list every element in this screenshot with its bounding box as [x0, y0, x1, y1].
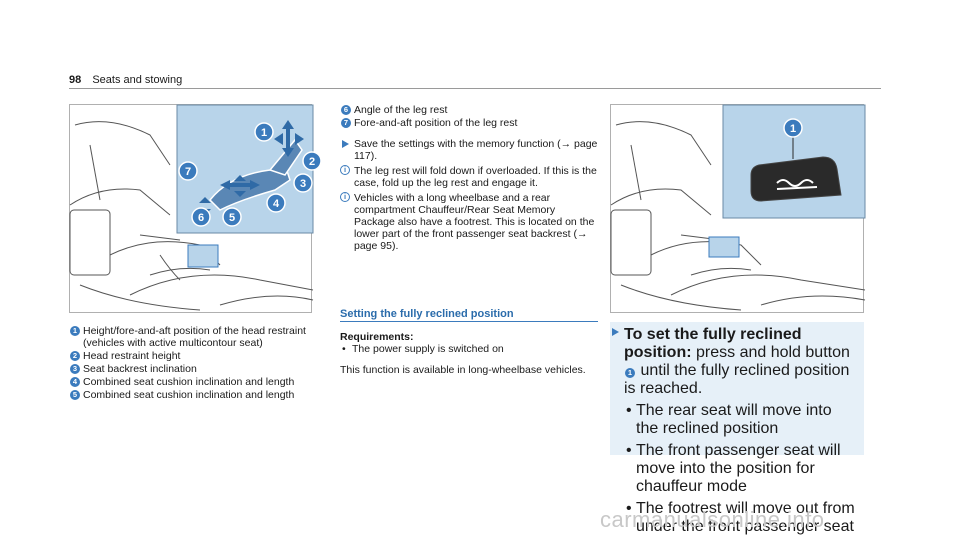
callout-6-label: 6: [198, 212, 204, 224]
recline-button: [750, 156, 842, 202]
callout-6: [191, 207, 211, 227]
requirements-title: Requirements:: [340, 331, 414, 343]
callout-3: [293, 173, 313, 193]
requirements-block: Requirements: •The power supply is switc…: [340, 331, 598, 376]
action-save-memory: Save the settings with the memory functi…: [340, 138, 598, 162]
callout-4: [266, 193, 286, 213]
figure-seat-controls-drawing: 1 2 3 4 5 6 7: [69, 104, 322, 311]
procedure-box: To set the fully reclined position: pres…: [610, 322, 864, 535]
callout-5: [222, 207, 242, 227]
page-number: 98: [69, 74, 82, 86]
figure-recline-button: 1: [610, 104, 866, 313]
procedure-result: •The rear seat will move into the reclin…: [626, 402, 832, 437]
header-rule: [69, 88, 881, 89]
section-name: Seats and stowing: [92, 74, 183, 86]
info-icon: i: [340, 165, 350, 175]
availability-text: This function is available in long-wheel…: [340, 364, 586, 376]
figure1-callouts: 1 2 3 4 5 6 7: [178, 122, 322, 227]
action-save-text: Save the settings with the memory functi…: [354, 138, 598, 162]
procedure-result: •The front passenger seat will move into…: [626, 442, 841, 495]
control-location-marker: [187, 244, 219, 268]
callout-7-label: 7: [185, 166, 191, 178]
info-icon: i: [340, 192, 350, 202]
action-arrow-icon: [342, 140, 349, 148]
callout-5-label: 5: [229, 212, 235, 224]
callout-button-1: [783, 118, 803, 138]
callout-2: [302, 151, 322, 171]
callout-2-label: 2: [309, 156, 315, 168]
requirement-item: •The power supply is switched on: [342, 343, 504, 355]
section-rule: [340, 321, 598, 322]
recline-icon: [776, 179, 814, 187]
procedure-result: •The footrest will move out from under t…: [626, 500, 855, 535]
figure-seat-controls: 1 2 3 4 5 6 7: [69, 104, 322, 313]
procedure-step: To set the fully reclined position: pres…: [610, 326, 858, 398]
section-title: Setting the fully reclined position: [340, 308, 514, 320]
action-arrow-icon: [612, 328, 619, 336]
callout-7: [178, 161, 198, 181]
callout-4-label: 4: [273, 198, 280, 210]
callout-1-label: 1: [261, 127, 267, 139]
button-location-marker: [708, 236, 740, 258]
note-leg-rest: i The leg rest will fold down if overloa…: [340, 165, 598, 189]
watermark: carmanualsonline.info: [600, 507, 825, 532]
button-ref-badge: 1: [625, 368, 635, 378]
note-footrest: i Vehicles with a long wheelbase and a r…: [340, 192, 598, 252]
page-header: 98 Seats and stowing: [69, 74, 182, 86]
figure-recline-button-drawing: 1: [610, 104, 866, 311]
callout-button-1-label: 1: [790, 123, 796, 135]
callout-1: [254, 122, 274, 142]
callout-3-label: 3: [300, 178, 306, 190]
